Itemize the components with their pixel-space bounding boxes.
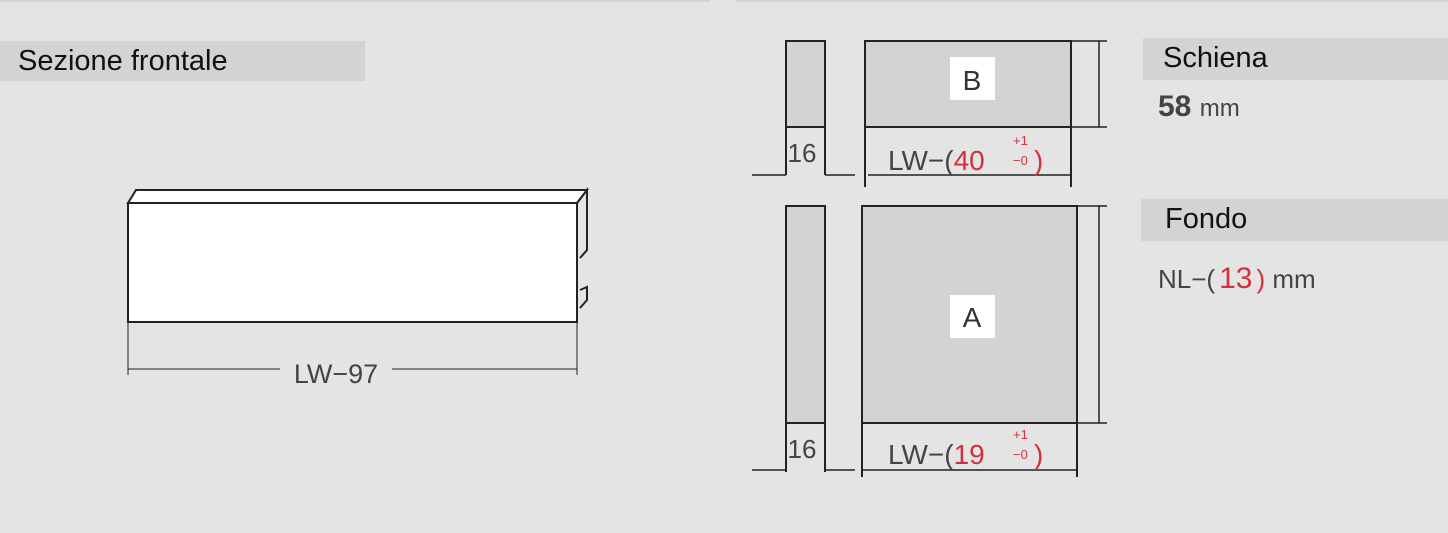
back-label: B <box>963 65 982 96</box>
back-width-paren: ) <box>1034 145 1043 176</box>
divider <box>736 0 1448 2</box>
front-dimension: LW−97 <box>294 359 378 389</box>
back-thickness: 16 <box>788 138 817 168</box>
bottom-width-paren: ) <box>1034 439 1043 470</box>
back-width: LW−(40 <box>888 145 985 176</box>
bottom-thickness: 16 <box>788 434 817 464</box>
back-height: 58 mm <box>1158 90 1240 123</box>
bottom-label: A <box>963 302 982 333</box>
divider <box>0 0 710 2</box>
bottom-tol-plus: +1 <box>1013 427 1028 442</box>
back-title: Schiena <box>1143 38 1448 80</box>
bottom-width: LW−(19 <box>888 439 985 470</box>
bottom-tol-minus: −0 <box>1013 447 1028 462</box>
bottom-panel-drawing <box>752 205 1107 477</box>
back-tol-minus: −0 <box>1013 153 1028 168</box>
front-panel-drawing <box>126 187 590 375</box>
back-tol-plus: +1 <box>1013 133 1028 148</box>
bottom-title: Fondo <box>1141 199 1448 241</box>
front-section-title: Sezione frontale <box>0 41 365 81</box>
bottom-formula: NL−(13) mm <box>1158 262 1316 295</box>
